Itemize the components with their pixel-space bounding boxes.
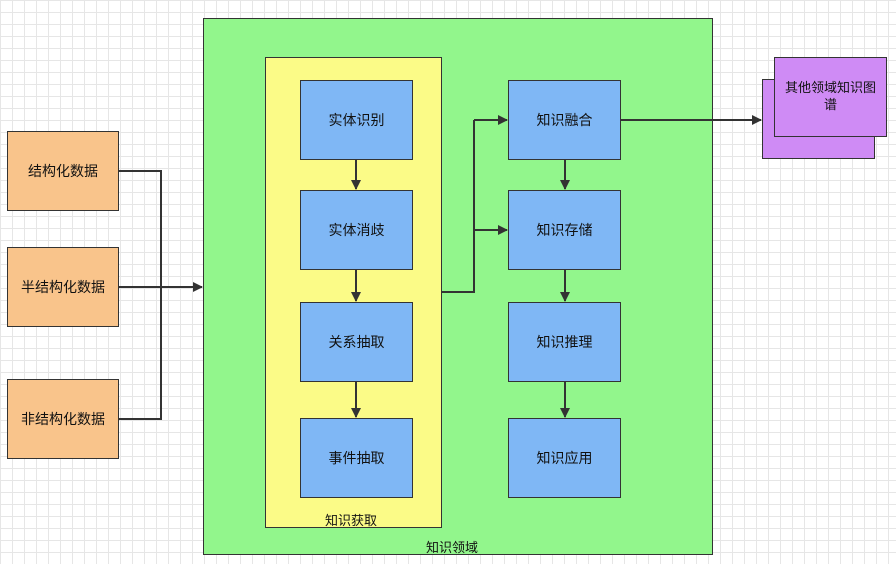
knowledge-fusion-label: 知识融合 bbox=[536, 113, 593, 129]
connector-unstructured bbox=[119, 287, 162, 420]
external-graph-box: 其他领域知识图谱 bbox=[774, 57, 887, 137]
connector-acquisition-out bbox=[442, 120, 475, 293]
knowledge-application-label: 知识应用 bbox=[536, 451, 593, 467]
connector-structured bbox=[119, 170, 162, 287]
knowledge-storage-label: 知识存储 bbox=[536, 223, 593, 239]
unstructured-data-label: 非结构化数据 bbox=[21, 412, 105, 428]
entity-disambiguation-label: 实体消歧 bbox=[328, 223, 385, 239]
knowledge-storage-box: 知识存储 bbox=[508, 190, 621, 270]
event-extraction-label: 事件抽取 bbox=[328, 451, 385, 467]
entity-disambiguation-box: 实体消歧 bbox=[300, 190, 413, 270]
external-graph-label: 其他领域知识图谱 bbox=[784, 81, 876, 113]
entity-recognition-label: 实体识别 bbox=[328, 113, 385, 129]
knowledge-reasoning-label: 知识推理 bbox=[536, 335, 593, 351]
semi-structured-data-box: 半结构化数据 bbox=[7, 247, 119, 327]
knowledge-domain-label: 知识领域 bbox=[426, 541, 479, 556]
structured-data-label: 结构化数据 bbox=[28, 164, 98, 180]
knowledge-fusion-box: 知识融合 bbox=[508, 80, 621, 160]
knowledge-application-box: 知识应用 bbox=[508, 418, 621, 498]
relation-extraction-label: 关系抽取 bbox=[328, 335, 385, 351]
relation-extraction-box: 关系抽取 bbox=[300, 302, 413, 382]
knowledge-reasoning-box: 知识推理 bbox=[508, 302, 621, 382]
knowledge-acquisition-label: 知识获取 bbox=[325, 514, 378, 529]
structured-data-box: 结构化数据 bbox=[7, 131, 119, 211]
event-extraction-box: 事件抽取 bbox=[300, 418, 413, 498]
unstructured-data-box: 非结构化数据 bbox=[7, 379, 119, 459]
semi-structured-data-label: 半结构化数据 bbox=[21, 280, 105, 296]
entity-recognition-box: 实体识别 bbox=[300, 80, 413, 160]
